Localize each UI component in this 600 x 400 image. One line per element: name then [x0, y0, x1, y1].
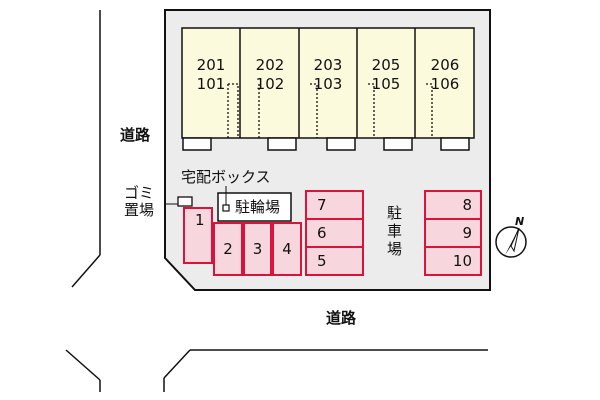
unit-upper-label: 201 — [196, 56, 226, 74]
balconies — [182, 137, 470, 151]
unit-lower-label: 105 — [371, 75, 401, 93]
parking-slot-8: 8 — [424, 190, 482, 220]
parking-slot-9: 9 — [424, 218, 482, 248]
west-road-corner — [71, 254, 101, 288]
unit-upper-label: 203 — [313, 56, 343, 74]
parking-slot-5: 5 — [305, 246, 364, 276]
parking-slot-6: 6 — [305, 218, 364, 248]
parking-slot-1: 1 — [183, 207, 213, 264]
unit-lower-label: 103 — [313, 75, 343, 93]
unit-lower-label: 101 — [196, 75, 226, 93]
south-road-label: 道路 — [326, 309, 357, 327]
parking-slot-4: 4 — [272, 222, 302, 276]
unit-lower-label: 102 — [255, 75, 285, 93]
parking-label-1: 駐 — [387, 204, 403, 222]
parking-label-3: 場 — [387, 240, 403, 258]
garbage-area-box — [177, 196, 193, 207]
delivery-box-label: 宅配ボックス — [181, 168, 271, 186]
delivery-box-marker — [222, 204, 230, 212]
unit-lower-label: 106 — [430, 75, 460, 93]
apartment-building — [181, 27, 475, 139]
unit-upper-label: 205 — [371, 56, 401, 74]
parking-slot-7: 7 — [305, 190, 364, 220]
garbage-area-label-line1: ゴミ — [124, 184, 155, 202]
bicycle-parking-label: 駐輪場 — [235, 198, 281, 216]
unit-upper-label: 202 — [255, 56, 285, 74]
south-road-left-edge — [65, 349, 101, 381]
parking-label-2: 車 — [387, 222, 403, 240]
parking-slot-2: 2 — [213, 222, 243, 276]
unit-upper-label: 206 — [430, 56, 460, 74]
garbage-area-label-line2: 置場 — [124, 201, 155, 219]
compass-north-letter: N — [515, 215, 525, 228]
north-compass-icon — [495, 226, 527, 258]
bicycle-parking-area — [217, 192, 292, 222]
west-road-label: 道路 — [120, 126, 151, 144]
stairs — [227, 83, 433, 138]
parking-slot-10: 10 — [424, 246, 482, 276]
parking-slot-3: 3 — [243, 222, 272, 276]
